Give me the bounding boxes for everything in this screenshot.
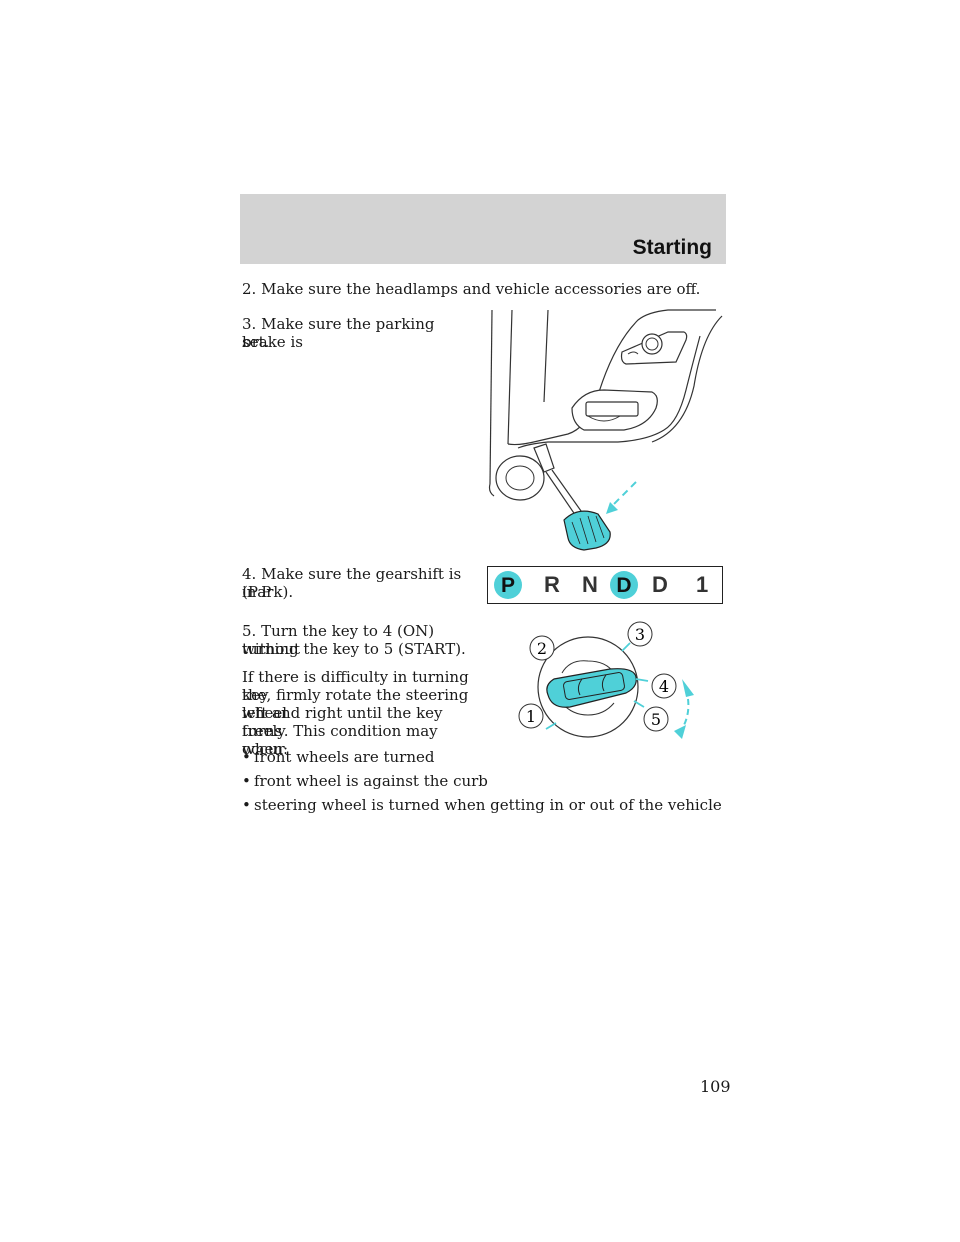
- ignition-label-4: 4: [659, 677, 669, 696]
- step-3-line-2: set.: [242, 333, 270, 351]
- difficulty-line-4: freely. This condition may occur: [242, 722, 438, 758]
- step-5-line-1: 5. Turn the key to 4 (ON) without: [242, 622, 435, 658]
- ignition-label-1: 1: [526, 707, 536, 726]
- ignition-label-2: 2: [537, 639, 547, 658]
- difficulty-line-2: key, firmly rotate the steering wheel: [242, 686, 469, 722]
- step-5-line-2: turning the key to 5 (START).: [242, 640, 466, 658]
- step-3-line-1: 3. Make sure the parking brake is: [242, 315, 435, 351]
- gear-n: N: [582, 572, 598, 597]
- gear-1: 1: [696, 572, 709, 597]
- section-header-band: Starting: [240, 194, 726, 264]
- gear-indicator: P R N D D 1: [487, 566, 723, 604]
- bullet-text: front wheels are turned: [254, 748, 435, 766]
- parking-brake-illustration: [488, 309, 723, 551]
- gear-overdrive-circled: D: [610, 571, 638, 599]
- ignition-switch-illustration: 1 2 3 4 5: [518, 621, 694, 739]
- gear-d: D: [652, 572, 668, 597]
- difficulty-line-3: left and right until the key turns: [242, 704, 443, 740]
- step-4-line-2: (Park).: [242, 583, 294, 601]
- step-2-text: 2. Make sure the headlamps and vehicle a…: [242, 280, 701, 298]
- bullet-dot: •: [242, 748, 251, 766]
- ignition-label-3: 3: [635, 625, 645, 644]
- bullet-text: steering wheel is turned when getting in…: [254, 796, 722, 814]
- bullet-item: •steering wheel is turned when getting i…: [242, 796, 722, 814]
- bullet-dot: •: [242, 796, 251, 814]
- step-4-line-1: 4. Make sure the gearshift is in P: [242, 565, 462, 601]
- gear-r: R: [544, 572, 560, 597]
- section-title: Starting: [632, 236, 712, 259]
- difficulty-line-1: If there is difficulty in turning the: [242, 668, 469, 704]
- bullet-item: •front wheel is against the curb: [242, 772, 488, 790]
- bullet-dot: •: [242, 772, 251, 790]
- page-number: 109: [700, 1077, 731, 1096]
- gear-p-selected: P: [494, 571, 522, 599]
- ignition-label-5: 5: [651, 710, 661, 729]
- difficulty-line-5: when:: [242, 740, 289, 758]
- bullet-item: •front wheels are turned: [242, 748, 434, 766]
- bullet-text: front wheel is against the curb: [254, 772, 488, 790]
